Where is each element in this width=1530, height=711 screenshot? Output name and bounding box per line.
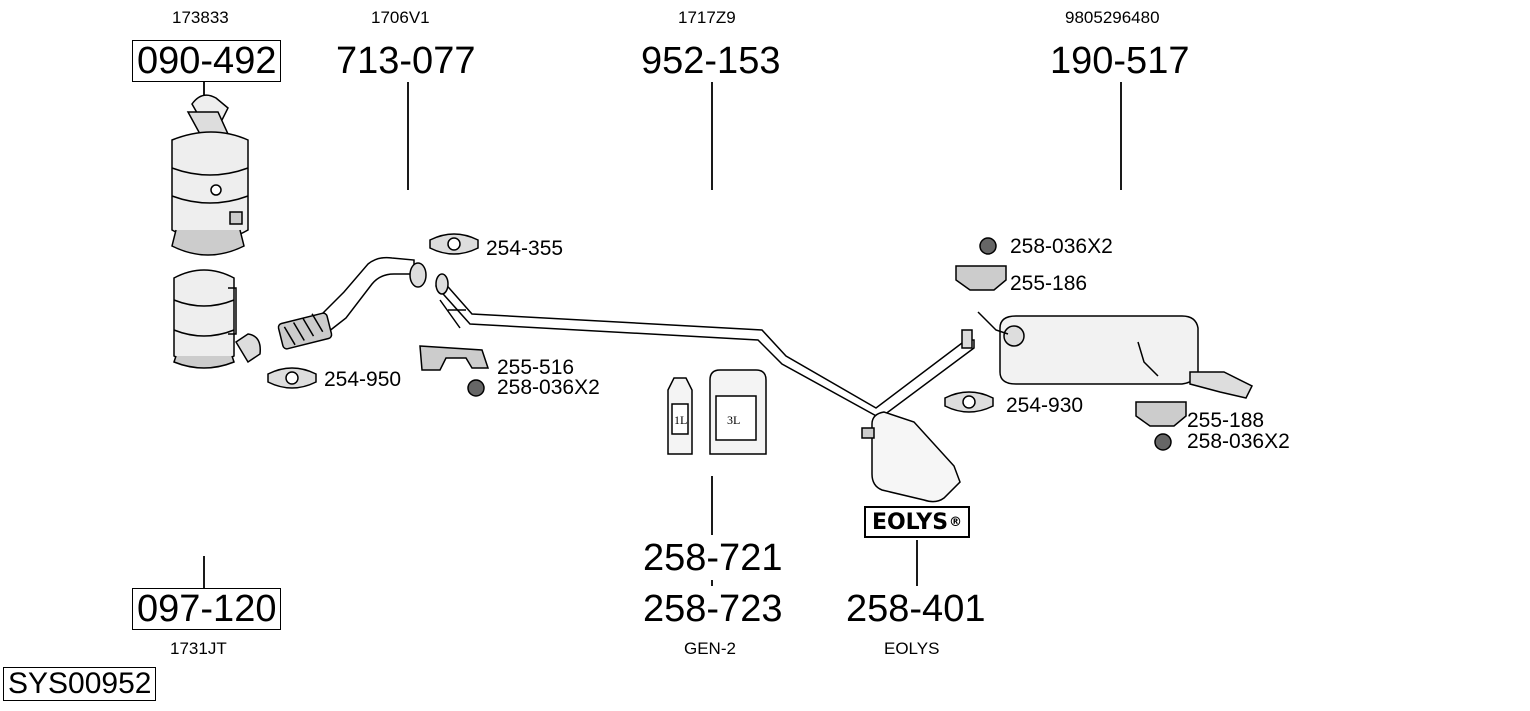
rear-silencer-oem-number: 9805296480 [1065,8,1160,27]
clamp-rear-label[interactable]: 254-930 [1006,394,1084,417]
clamp-front-label[interactable]: 254-355 [486,237,564,260]
bracket-rear-label[interactable]: 255-188 [1187,409,1265,432]
nut-mid-label[interactable]: 258-036X2 [497,376,600,399]
leader-lines [203,82,1122,588]
nut-rear-label[interactable]: 258-036X2 [1187,430,1290,453]
bracket-nut-icons [419,237,1187,451]
can-small-label: 1L [674,413,688,427]
eolys-part-number[interactable]: 258-401 [846,588,986,630]
eolys-brand-box: EOLYS® [864,506,970,538]
additive-cans [667,369,767,455]
front-pipe-illustration [277,256,427,350]
additive-label: GEN-2 [684,639,736,658]
middle-pipe-oem-number: 1717Z9 [678,8,736,27]
front-pipe-oem-number: 1706V1 [371,8,430,27]
clamp-icons [267,233,994,413]
cat-oem-number: 1731JT [170,639,227,658]
eolys-label: EOLYS [884,639,940,658]
front-pipe-part-number[interactable]: 713-077 [336,40,476,82]
eolys-pouch [861,411,961,503]
cat-part-number[interactable]: 097-120 [132,588,282,630]
dpf-illustration [171,94,249,256]
dpf-oem-number: 173833 [172,8,229,27]
rear-silencer-illustration [977,311,1254,399]
catalyst-illustration [173,269,261,369]
middle-pipe-illustration [434,273,975,419]
registered-mark: ® [949,514,963,530]
system-code: SYS00952 [3,667,157,701]
clamp-cat-label[interactable]: 254-950 [324,368,402,391]
dpf-part-number[interactable]: 090-492 [132,40,282,82]
additive-part-number-2[interactable]: 258-723 [643,588,783,630]
bracket-mid-label[interactable]: 255-516 [497,356,575,379]
eolys-brand-text: EOLYS [871,509,949,535]
nut-rear-top-label[interactable]: 258-036X2 [1010,235,1113,258]
can-large-label: 3L [727,413,741,427]
bracket-rear-top-label[interactable]: 255-186 [1010,272,1088,295]
middle-pipe-part-number[interactable]: 952-153 [641,40,781,82]
rear-silencer-part-number[interactable]: 190-517 [1050,40,1190,82]
additive-part-number-1[interactable]: 258-721 [643,537,783,579]
